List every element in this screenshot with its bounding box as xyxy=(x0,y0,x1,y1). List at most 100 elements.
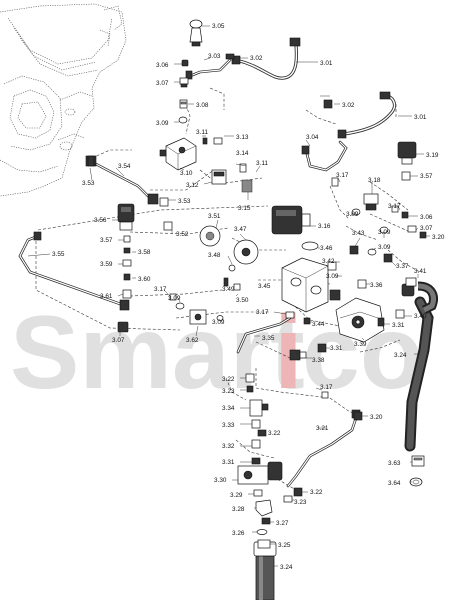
hose-3-24-right xyxy=(401,281,438,452)
label-3-46: 3.46 xyxy=(320,245,333,252)
part-3-10 xyxy=(159,137,197,171)
label-3-26: 3.26 xyxy=(232,530,245,537)
label-3-09a: 3.09 xyxy=(156,120,169,127)
pipe-3-35 xyxy=(236,316,292,354)
label-3-10: 3.10 xyxy=(180,170,193,177)
part-3-22b xyxy=(257,429,267,437)
label-3-40: 3.40 xyxy=(414,313,427,320)
part-3-31a xyxy=(377,317,385,327)
label-3-58: 3.58 xyxy=(138,249,151,256)
label-3-14: 3.14 xyxy=(236,150,249,157)
label-3-42: 3.42 xyxy=(322,258,335,265)
label-3-45: 3.45 xyxy=(258,283,271,290)
part-3-14 xyxy=(239,163,247,173)
part-3-37 xyxy=(383,253,393,263)
label-3-27: 3.27 xyxy=(276,520,289,527)
label-3-22a: 3.22 xyxy=(222,376,235,383)
label-3-17a: 3.17 xyxy=(336,172,349,179)
label-3-56: 3.56 xyxy=(94,217,107,224)
label-3-59: 3.59 xyxy=(100,261,113,268)
part-3-02a xyxy=(225,53,235,60)
label-3-17e: 3.17 xyxy=(320,384,333,391)
part-3-17c xyxy=(169,293,177,301)
hose-3-01-right xyxy=(337,91,397,139)
label-3-23a: 3.23 xyxy=(222,388,235,395)
part-3-20a xyxy=(419,231,427,239)
pipe-3-03 xyxy=(185,58,232,80)
label-3-09d: 3.09 xyxy=(378,244,391,251)
label-3-52: 3.52 xyxy=(176,231,189,238)
part-3-08 xyxy=(179,99,188,109)
label-3-23b: 3.23 xyxy=(294,499,307,506)
part-3-09g xyxy=(216,315,224,321)
pipe-3-55 xyxy=(18,231,130,311)
part-3-52 xyxy=(163,221,173,231)
label-3-11b: 3.11 xyxy=(256,160,268,167)
part-3-07b xyxy=(407,225,417,233)
part-3-44 xyxy=(303,317,311,325)
part-3-25 xyxy=(257,539,271,549)
label-3-09c: 3.09 xyxy=(378,229,391,236)
label-3-09g: 3.09 xyxy=(212,319,225,326)
label-3-62: 3.62 xyxy=(186,337,199,344)
label-3-43: 3.43 xyxy=(352,230,365,237)
label-3-01b: 3.01 xyxy=(414,114,427,121)
engine-block-outline xyxy=(0,3,127,197)
part-3-06b xyxy=(401,211,409,219)
part-labels: 3.05 3.03 3.02 3.01 3.06 3.07 3.08 3.02 … xyxy=(52,23,445,571)
label-3-30: 3.30 xyxy=(214,477,227,484)
part-3-48 xyxy=(228,264,236,272)
part-3-22a xyxy=(245,373,255,383)
part-3-59 xyxy=(122,259,132,267)
part-3-32 xyxy=(251,439,261,449)
watermark: Smart i co xyxy=(10,295,423,411)
part-3-13 xyxy=(213,137,223,145)
part-3-62 xyxy=(189,309,207,325)
label-3-44: 3.44 xyxy=(312,321,325,328)
label-3-31c: 3.31 xyxy=(222,459,235,466)
part-3-09d xyxy=(367,248,377,256)
part-3-46 xyxy=(301,241,319,251)
label-3-09f: 3.09 xyxy=(168,295,181,302)
label-3-51: 3.51 xyxy=(208,213,221,220)
label-3-35: 3.35 xyxy=(262,335,275,342)
label-3-41: 3.41 xyxy=(414,268,427,275)
part-3-61 xyxy=(122,289,132,299)
part-3-18 xyxy=(363,193,379,211)
part-3-27 xyxy=(261,517,271,525)
label-3-07a: 3.07 xyxy=(156,80,169,87)
part-3-29 xyxy=(253,489,263,497)
label-3-31b: 3.31 xyxy=(330,345,343,352)
part-3-17b xyxy=(391,205,399,213)
part-3-09f xyxy=(175,302,185,310)
part-3-33 xyxy=(251,419,261,429)
label-3-13: 3.13 xyxy=(236,134,249,141)
label-3-21: 3.21 xyxy=(316,425,329,432)
part-3-23b xyxy=(283,495,293,503)
label-3-29: 3.29 xyxy=(230,492,243,499)
hose-3-24-bottom xyxy=(253,541,277,600)
part-3-23a xyxy=(246,385,254,393)
part-3-45 xyxy=(281,257,329,313)
label-3-02b: 3.02 xyxy=(342,102,355,109)
label-3-24b: 3.24 xyxy=(280,564,293,571)
label-3-17d: 3.17 xyxy=(256,309,269,316)
label-3-22c: 3.22 xyxy=(310,489,323,496)
part-3-51 xyxy=(199,225,221,247)
label-3-60: 3.60 xyxy=(138,276,151,283)
label-3-57b: 3.57 xyxy=(100,237,113,244)
label-3-50: 3.50 xyxy=(236,297,249,304)
label-3-33: 3.33 xyxy=(222,422,235,429)
label-3-16: 3.16 xyxy=(318,223,331,230)
label-3-32: 3.32 xyxy=(222,443,235,450)
part-3-02b xyxy=(320,95,333,109)
label-3-53b: 3.53 xyxy=(178,198,191,205)
pipe-3-04 xyxy=(301,140,348,172)
part-3-07a xyxy=(179,77,189,88)
part-3-39 xyxy=(329,289,385,343)
label-3-64: 3.64 xyxy=(388,480,401,487)
label-3-19: 3.19 xyxy=(426,152,439,159)
part-3-17e xyxy=(321,391,329,399)
part-3-22c xyxy=(293,487,303,497)
